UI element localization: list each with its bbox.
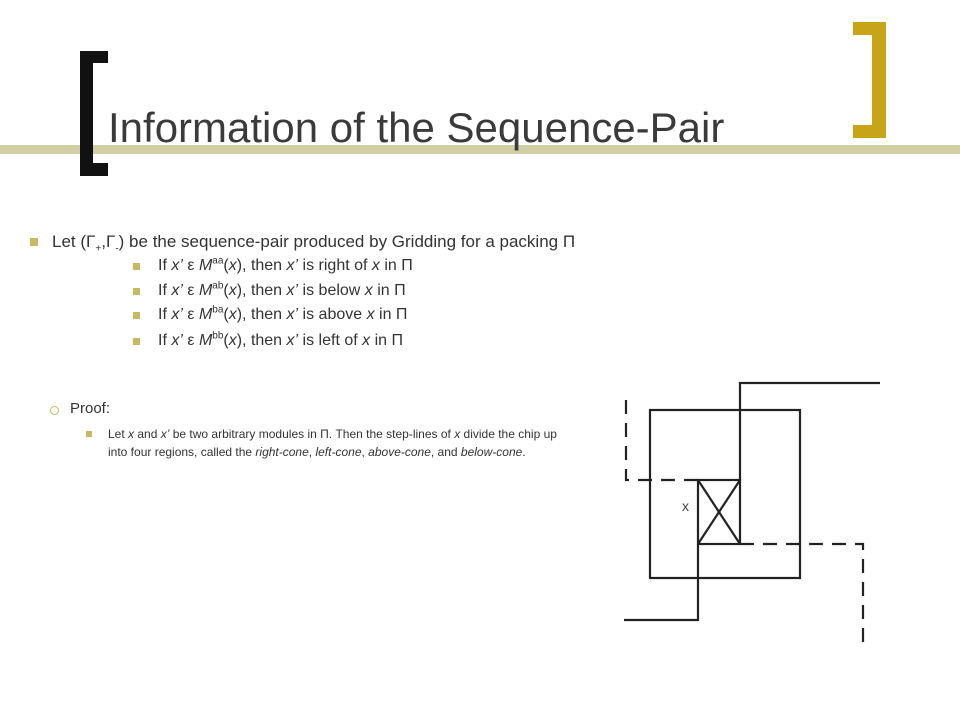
sub-bullet-text: ε — [182, 282, 199, 299]
proof-fragment: and — [134, 427, 161, 441]
module-var: x — [364, 282, 373, 299]
right-bracket-top — [853, 22, 886, 35]
sub-bullet-text: If — [158, 257, 172, 274]
sub-bullet-text: ), then — [236, 282, 287, 299]
proof-text: Let x and x’ be two arbitrary modules in… — [86, 425, 568, 461]
step-line-up-left — [624, 398, 698, 482]
cone-term: left-cone — [315, 445, 362, 459]
set-symbol: M — [198, 306, 213, 323]
gamma-minus-sub: - — [115, 243, 119, 255]
cone-term: above-cone — [368, 445, 431, 459]
module-var: x’ — [160, 427, 170, 441]
proof-fragment: be two arbitrary modules in Π. Then the … — [169, 427, 455, 441]
bullet-square-icon — [133, 288, 140, 295]
sub-bullet-text: ε — [182, 306, 199, 323]
module-var: x — [228, 332, 237, 349]
step-lines-diagram — [624, 381, 880, 642]
module-var: x’ — [171, 257, 183, 274]
sub-bullet-text: in Π — [379, 257, 413, 274]
cone-term: right-cone — [255, 445, 309, 459]
sub-bullet-text: in Π — [372, 282, 406, 299]
proof-fragment: , and — [430, 445, 461, 459]
bullet-square-icon — [133, 312, 140, 319]
chip-outline — [648, 408, 802, 580]
sub-bullet-text: in Π — [370, 332, 404, 349]
module-var: x — [228, 306, 237, 323]
bullet-main-text: ) be the sequence-pair produced by Gridd… — [118, 232, 576, 251]
right-bracket-bottom — [853, 125, 886, 138]
sub-bullet-text: If — [158, 282, 172, 299]
bullet-main-text: Let (Γ — [52, 232, 96, 251]
set-superscript: ba — [212, 304, 224, 316]
sub-bullet-text: If — [158, 332, 172, 349]
gamma-plus-sub: + — [95, 243, 102, 255]
cone-term: below-cone — [460, 445, 523, 459]
set-superscript: bb — [212, 330, 224, 342]
sub-bullet-text: If — [158, 306, 172, 323]
proof-fragment: , — [308, 445, 316, 459]
sub-bullet-text: ), then — [236, 257, 287, 274]
proof-fragment: . — [522, 445, 526, 459]
proof-label: Proof: — [70, 400, 111, 417]
module-var: x’ — [171, 306, 183, 323]
set-symbol: M — [198, 257, 213, 274]
bullet-square-icon — [30, 238, 38, 246]
module-var: x — [371, 257, 380, 274]
sub-bullet-right: If x’ ε Maa(x), then x’ is right of x in… — [133, 254, 413, 278]
sub-bullet-text: ), then — [236, 306, 287, 323]
set-symbol: M — [198, 332, 213, 349]
module-var: x — [128, 427, 135, 441]
bullet-main: Let (Γ+,Γ-) be the sequence-pair produce… — [30, 230, 576, 255]
sub-bullet-text: ), then — [236, 332, 287, 349]
module-var: x’ — [286, 282, 299, 299]
title-underline — [0, 145, 960, 154]
step-line-down-right — [740, 542, 865, 642]
module-var: x — [228, 257, 237, 274]
left-bracket — [80, 51, 93, 176]
sub-bullet-left: If x’ ε Mbb(x), then x’ is left of x in … — [133, 329, 404, 353]
module-var: x’ — [286, 332, 299, 349]
bullet-square-icon — [133, 263, 140, 270]
module-x-box — [696, 478, 742, 546]
step-line-down-left — [624, 544, 700, 622]
module-var: x’ — [286, 257, 299, 274]
bullet-square-icon — [133, 338, 140, 345]
bullet-square-icon — [86, 431, 92, 437]
right-bracket — [872, 22, 886, 138]
module-var: x — [228, 282, 237, 299]
proof-fragment: divide the chip up into four regions, ca… — [108, 427, 557, 459]
sub-bullet-text: is right of — [298, 257, 372, 274]
sub-bullet-text: ε — [182, 332, 199, 349]
sub-bullet-text: is above — [298, 306, 367, 323]
step-line-up-right — [738, 381, 880, 480]
slide-title: Information of the Sequence-Pair — [108, 104, 725, 151]
set-superscript: ab — [212, 280, 224, 292]
set-symbol: M — [198, 282, 213, 299]
sub-bullet-text: is below — [298, 282, 365, 299]
sub-bullet-below: If x’ ε Mab(x), then x’ is below x in Π — [133, 279, 406, 303]
module-x-cross — [697, 479, 741, 545]
module-var: x — [362, 332, 371, 349]
module-var: x — [366, 306, 375, 323]
proof-fragment: Let — [108, 427, 129, 441]
sub-bullet-text: is left of — [298, 332, 363, 349]
sub-bullet-text: in Π — [374, 306, 408, 323]
module-var: x’ — [171, 332, 183, 349]
bullet-main-text: ,Γ — [101, 232, 116, 251]
hollow-circle-bullet-icon — [50, 406, 59, 415]
module-var: x’ — [171, 282, 183, 299]
module-var: x’ — [286, 306, 299, 323]
set-superscript: aa — [212, 255, 224, 267]
module-var: x — [454, 427, 461, 441]
sub-bullet-above: If x’ ε Mba(x), then x’ is above x in Π — [133, 303, 408, 327]
sub-bullet-text: ε — [182, 257, 199, 274]
proof-fragment: , — [361, 445, 369, 459]
module-x-label: x — [682, 498, 689, 514]
left-bracket-top — [80, 51, 108, 63]
left-bracket-bottom — [80, 163, 108, 176]
